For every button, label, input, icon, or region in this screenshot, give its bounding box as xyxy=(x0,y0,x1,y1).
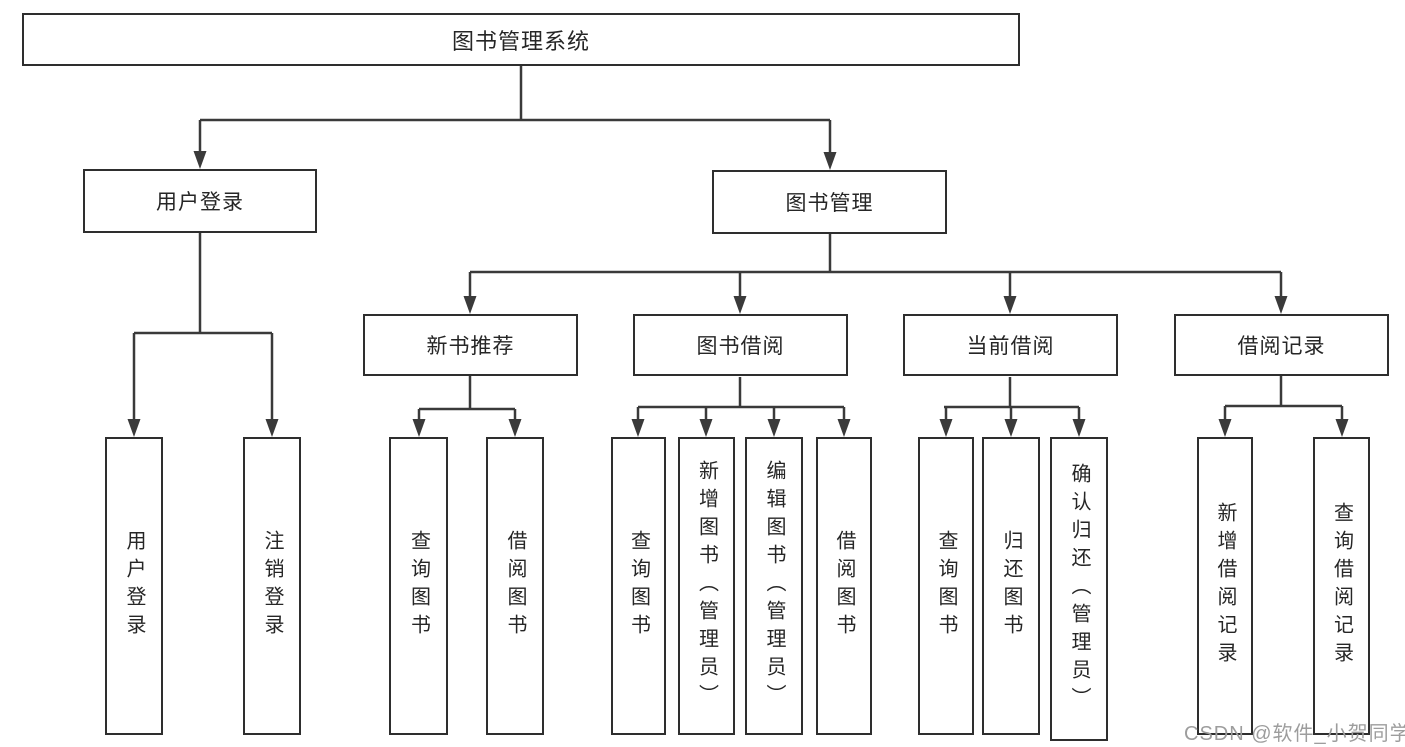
leaf-label: 注销登录 xyxy=(261,530,283,642)
leaf-borrow-books-recommend: 借阅图书 xyxy=(486,437,544,735)
node-borrowing-records: 借阅记录 xyxy=(1174,314,1389,376)
leaf-label: 归还图书 xyxy=(1000,530,1022,642)
node-label: 图书管理系统 xyxy=(451,28,590,54)
node-label: 借阅记录 xyxy=(1237,335,1326,358)
leaf-query-books-borrow: 查询图书 xyxy=(611,437,666,735)
leaf-logout: 注销登录 xyxy=(243,437,301,735)
leaf-label: 查询借阅记录 xyxy=(1330,502,1353,670)
node-book-management: 图书管理 xyxy=(712,170,947,234)
node-book-borrowing: 图书借阅 xyxy=(633,314,848,376)
leaf-return-books: 归还图书 xyxy=(982,437,1040,735)
leaf-label: 查询图书 xyxy=(627,530,650,642)
node-label: 当前借阅 xyxy=(966,335,1055,358)
leaf-label: 查询图书 xyxy=(935,530,957,642)
leaf-label: 确认归还（管理员） xyxy=(1068,463,1090,715)
leaf-add-borrow-record: 新增借阅记录 xyxy=(1197,437,1253,735)
node-current-borrowing: 当前借阅 xyxy=(903,314,1118,376)
leaf-label: 借阅图书 xyxy=(833,530,855,642)
node-library-management-system: 图书管理系统 xyxy=(22,13,1020,66)
leaf-borrow-books: 借阅图书 xyxy=(816,437,872,735)
leaf-add-books-admin: 新增图书（管理员） xyxy=(678,437,735,735)
node-label: 用户登录 xyxy=(156,191,244,214)
node-new-book-recommendation: 新书推荐 xyxy=(363,314,578,376)
node-label: 图书借阅 xyxy=(696,335,785,358)
csdn-watermark: CSDN @软件_小贺同学 xyxy=(1184,723,1405,745)
leaf-query-borrow-record: 查询借阅记录 xyxy=(1313,437,1370,735)
leaf-label: 借阅图书 xyxy=(504,530,526,642)
leaf-user-login: 用户登录 xyxy=(105,437,163,735)
node-user-login: 用户登录 xyxy=(83,169,317,233)
leaf-query-books-recommend: 查询图书 xyxy=(389,437,448,735)
leaf-edit-books-admin: 编辑图书（管理员） xyxy=(745,437,803,735)
leaf-label: 编辑图书（管理员） xyxy=(763,460,785,712)
arrowheads xyxy=(127,151,1349,437)
leaf-label: 新增借阅记录 xyxy=(1214,502,1236,670)
leaf-label: 查询图书 xyxy=(407,530,430,642)
leaf-label: 新增图书（管理员） xyxy=(695,460,718,712)
arrow-stems xyxy=(132,120,1344,421)
node-label: 新书推荐 xyxy=(426,335,515,358)
leaf-label: 用户登录 xyxy=(123,530,145,642)
node-label: 图书管理 xyxy=(785,192,874,215)
branch-rails xyxy=(134,66,1342,411)
leaf-confirm-return-admin: 确认归还（管理员） xyxy=(1050,437,1108,741)
leaf-query-books-current: 查询图书 xyxy=(918,437,974,735)
